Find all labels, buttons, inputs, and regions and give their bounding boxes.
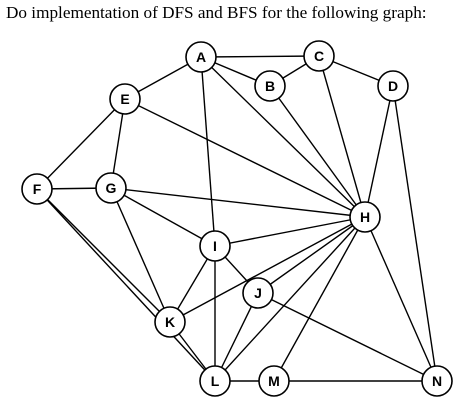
node-circle <box>421 365 453 397</box>
node-circle <box>258 365 290 397</box>
node-label: G <box>106 180 117 196</box>
edge-g-k <box>110 187 171 323</box>
node-h: H <box>349 201 381 233</box>
node-circle <box>154 306 186 338</box>
edge-g-i <box>110 187 216 247</box>
node-circle <box>349 201 381 233</box>
edge-f-k <box>36 188 171 323</box>
node-label: J <box>254 285 262 301</box>
edge-b-h <box>269 85 366 218</box>
edge-g-h <box>110 187 366 218</box>
node-j: J <box>242 277 274 309</box>
node-label: B <box>265 78 275 94</box>
edge-d-h <box>364 85 394 218</box>
edge-f-l <box>36 188 216 382</box>
node-circle <box>109 83 141 115</box>
node-d: D <box>377 70 409 102</box>
node-label: F <box>33 181 42 197</box>
node-circle <box>254 70 286 102</box>
node-circle <box>303 40 335 72</box>
edge-j-l <box>214 292 259 382</box>
node-label: A <box>196 49 206 65</box>
edge-e-f <box>36 98 126 190</box>
node-circle <box>377 70 409 102</box>
edge-a-i <box>200 56 216 247</box>
node-b: B <box>254 70 286 102</box>
node-e: E <box>109 83 141 115</box>
question-text: Do implementation of DFS and BFS for the… <box>6 3 427 22</box>
node-label: H <box>360 209 370 225</box>
node-f: F <box>21 173 53 205</box>
edge-j-n <box>257 292 438 382</box>
node-circle <box>199 365 231 397</box>
edge-e-h <box>124 98 366 218</box>
node-label: L <box>211 373 220 389</box>
edge-a-h <box>200 56 366 218</box>
node-label: M <box>268 373 280 389</box>
edge-h-i <box>214 216 366 247</box>
node-label: I <box>213 238 217 254</box>
node-g: G <box>95 172 127 204</box>
node-layer: A B C D E F G H I J K L M N <box>21 40 453 397</box>
node-circle <box>185 41 217 73</box>
node-a: A <box>185 41 217 73</box>
node-i: I <box>199 230 231 262</box>
node-circle <box>199 230 231 262</box>
edge-d-n <box>392 85 438 382</box>
node-c: C <box>303 40 335 72</box>
edge-a-c <box>200 55 320 58</box>
node-label: E <box>120 91 129 107</box>
edge-h-k <box>169 216 366 323</box>
node-circle <box>242 277 274 309</box>
node-l: L <box>199 365 231 397</box>
edge-h-m <box>273 216 366 382</box>
node-n: N <box>421 365 453 397</box>
edge-h-n <box>364 216 438 382</box>
node-k: K <box>154 306 186 338</box>
node-label: K <box>165 314 175 330</box>
node-label: N <box>432 373 442 389</box>
node-label: C <box>314 48 324 64</box>
edge-h-l <box>214 216 366 382</box>
node-m: M <box>258 365 290 397</box>
node-label: D <box>388 78 398 94</box>
node-circle <box>21 173 53 205</box>
edge-c-h <box>318 55 366 218</box>
node-circle <box>95 172 127 204</box>
edge-h-j <box>257 216 366 294</box>
